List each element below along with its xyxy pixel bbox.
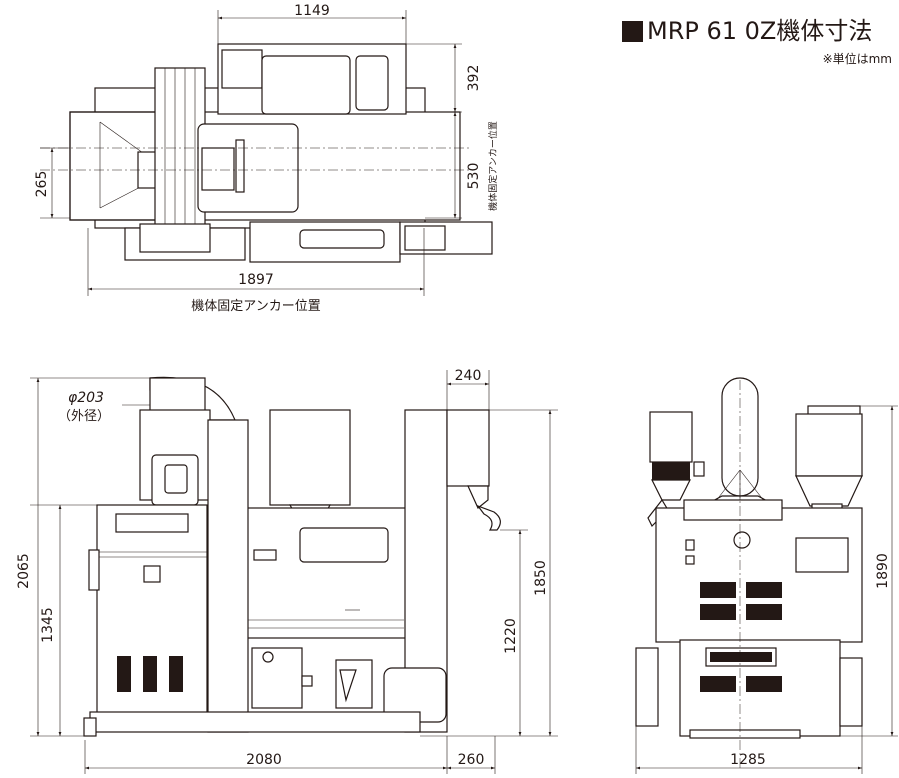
front-view-machine-outline	[83, 376, 501, 737]
top-dim-1149: 1149	[294, 3, 330, 19]
unit-note: ※単位はmm	[822, 52, 892, 66]
side-view: 1890 1285	[635, 377, 898, 774]
front-pipe-diameter: φ203	[68, 390, 104, 406]
title-block: MRP 61 0Z機体寸法 ※単位はmm	[622, 16, 892, 66]
front-dim-1345: 1345	[40, 607, 56, 643]
front-view-dimension-lines	[30, 370, 558, 774]
front-dim-2065: 2065	[16, 553, 32, 589]
front-dim-240: 240	[455, 368, 482, 384]
top-anchor-label-vertical: 機体固定アンカー位置	[487, 121, 499, 211]
top-dim-1897: 1897	[238, 272, 274, 288]
side-view-machine-outline	[635, 377, 863, 770]
side-dim-1890: 1890	[875, 553, 891, 589]
page-title: MRP 61 0Z機体寸法	[622, 16, 892, 46]
side-dim-1285: 1285	[730, 752, 766, 768]
top-view-machine-outline	[69, 43, 493, 263]
top-anchor-label-bottom: 機体固定アンカー位置	[191, 299, 320, 314]
top-view-dimension-lines	[40, 10, 470, 296]
top-view: 1149 392 530 機体固定アンカー位置 265 1897 機体固定アンカ…	[34, 3, 499, 314]
top-dim-265: 265	[34, 171, 50, 198]
side-view-dimension-lines	[635, 405, 898, 774]
front-dim-2080: 2080	[246, 752, 282, 768]
front-dim-260: 260	[458, 752, 485, 768]
front-dim-1220: 1220	[503, 618, 519, 654]
page-title-text: MRP 61 0Z機体寸法	[647, 17, 873, 45]
top-dim-530: 530	[466, 163, 482, 190]
front-dim-1850: 1850	[533, 560, 549, 596]
title-square-icon	[622, 20, 643, 42]
front-view: φ203 （外径） 240 2065 1345 1850 1220 2080 2…	[16, 368, 558, 774]
front-pipe-note: （外径）	[58, 409, 110, 424]
top-dim-392: 392	[466, 65, 482, 92]
